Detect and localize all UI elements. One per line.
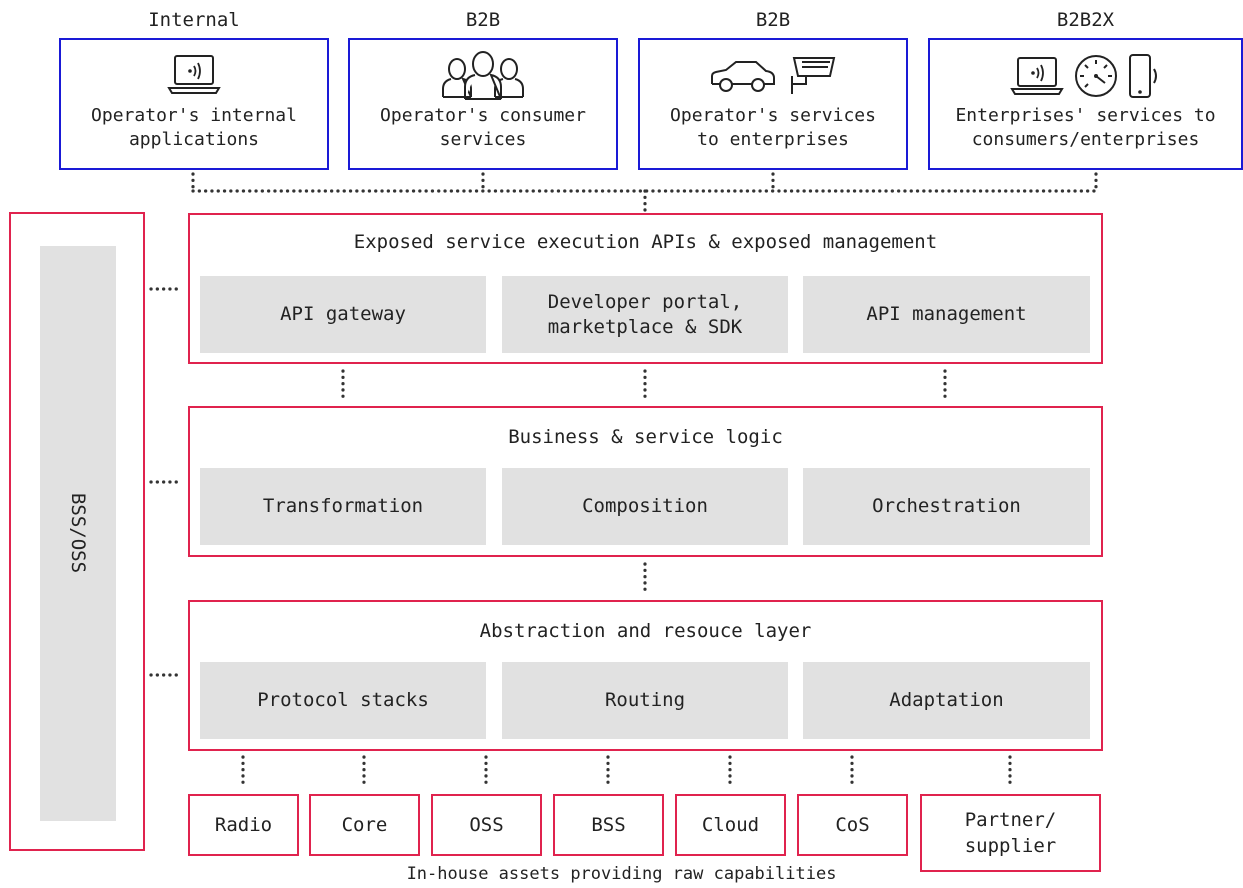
category-label-b2b-consumer: B2B bbox=[465, 9, 501, 31]
top-box-consumer-services: Operator's consumer services bbox=[348, 38, 618, 170]
layer-title: Abstraction and resouce layer bbox=[479, 620, 812, 642]
top-box-label: Operator's consumer services bbox=[380, 105, 586, 150]
asset-partner-supplier: Partner/ supplier bbox=[920, 794, 1101, 872]
laptop-wireless-icon bbox=[1009, 57, 1064, 95]
cell-developer-portal: Developer portal, marketplace & SDK bbox=[502, 276, 788, 353]
cell-composition: Composition bbox=[502, 468, 788, 545]
people-group-icon bbox=[442, 51, 524, 100]
top-box-label: Enterprises' services to consumers/enter… bbox=[955, 105, 1216, 150]
cell-routing: Routing bbox=[502, 662, 788, 739]
bss-oss-label: BSS/OSS bbox=[67, 492, 89, 574]
cctv-camera-icon bbox=[791, 57, 836, 94]
car-icon bbox=[711, 61, 775, 92]
layer-business-logic: Business & service logic Transformation … bbox=[188, 406, 1103, 557]
asset-core: Core bbox=[309, 794, 420, 856]
category-label-b2b2x: B2B2X bbox=[1056, 9, 1115, 31]
category-label-internal: Internal bbox=[148, 9, 240, 31]
top-box-label: Operator's services to enterprises bbox=[670, 105, 876, 150]
layer-title: Business & service logic bbox=[508, 426, 783, 448]
asset-radio: Radio bbox=[188, 794, 299, 856]
laptop-wireless-icon bbox=[167, 55, 221, 94]
assets-caption: In-house assets providing raw capabiliti… bbox=[406, 864, 837, 884]
cell-orchestration: Orchestration bbox=[803, 468, 1090, 545]
cell-transformation: Transformation bbox=[200, 468, 486, 545]
top-box-label: Operator's internal applications bbox=[91, 105, 297, 150]
category-label-b2b-enterprise: B2B bbox=[755, 9, 791, 31]
top-box-enterprise-to-consumers: Enterprises' services to consumers/enter… bbox=[928, 38, 1243, 170]
layer-exposed-apis: Exposed service execution APIs & exposed… bbox=[188, 213, 1103, 364]
asset-bss: BSS bbox=[553, 794, 664, 856]
meter-gauge-icon bbox=[1074, 55, 1117, 97]
layer-abstraction-resource: Abstraction and resouce layer Protocol s… bbox=[188, 600, 1103, 751]
asset-oss: OSS bbox=[431, 794, 542, 856]
cell-protocol-stacks: Protocol stacks bbox=[200, 662, 486, 739]
cell-api-gateway: API gateway bbox=[200, 276, 486, 353]
cell-api-management: API management bbox=[803, 276, 1090, 353]
top-box-internal-apps: Operator's internal applications bbox=[59, 38, 329, 170]
asset-cloud: Cloud bbox=[675, 794, 786, 856]
top-box-enterprise-services: Operator's services to enterprises bbox=[638, 38, 908, 170]
smartphone-wireless-icon bbox=[1128, 54, 1157, 98]
asset-cos: CoS bbox=[797, 794, 908, 856]
cell-adaptation: Adaptation bbox=[803, 662, 1090, 739]
bss-oss-bar: BSS/OSS bbox=[40, 246, 116, 821]
bss-oss-panel: BSS/OSS bbox=[9, 212, 145, 851]
layer-title: Exposed service execution APIs & exposed… bbox=[353, 231, 938, 253]
